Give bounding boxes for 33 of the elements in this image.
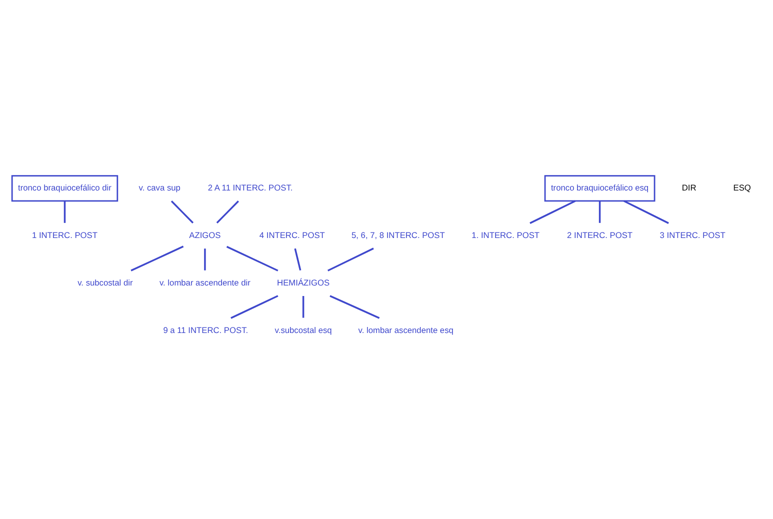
node-text: AZIGOS (189, 230, 221, 240)
node-text: 1 INTERC. POST (32, 230, 98, 240)
node-text: v. subcostal dir (78, 277, 133, 288)
connector (216, 200, 239, 224)
connector (64, 201, 66, 223)
node-text: 4 INTERC. POST (259, 230, 325, 240)
connector (330, 295, 380, 319)
connector (530, 200, 576, 224)
connector (204, 248, 206, 270)
connector (130, 246, 184, 272)
connector (302, 296, 304, 318)
node-text: v. lombar ascendente esq (358, 324, 454, 335)
node-text: 1. INTERC. POST (472, 230, 540, 240)
connector (170, 200, 194, 224)
connector (230, 295, 278, 319)
label: ESQ (733, 182, 751, 193)
node-box: tronco braquiocefálico dir (11, 175, 118, 202)
connector (294, 248, 302, 271)
label: DIR (682, 182, 696, 193)
node-text: v. cava sup (138, 182, 180, 193)
node-text: 3 INTERC. POST (660, 230, 726, 240)
node-box: tronco braquiocefálico esq (544, 175, 656, 202)
connector (327, 248, 374, 272)
node-text: v. lombar ascendente dir (159, 277, 250, 288)
node-text: HEMIÁZIGOS (277, 277, 330, 288)
node-text: 5, 6, 7, 8 INTERC. POST (351, 230, 445, 240)
connector (226, 246, 278, 272)
connector (624, 200, 669, 224)
connector (598, 201, 601, 223)
node-text: 2 INTERC. POST (567, 230, 633, 240)
node-text: 9 a 11 INTERC. POST. (163, 324, 248, 335)
node-text: v.subcostal esq (274, 324, 332, 335)
node-text: 2 A 11 INTERC. POST. (208, 182, 293, 193)
